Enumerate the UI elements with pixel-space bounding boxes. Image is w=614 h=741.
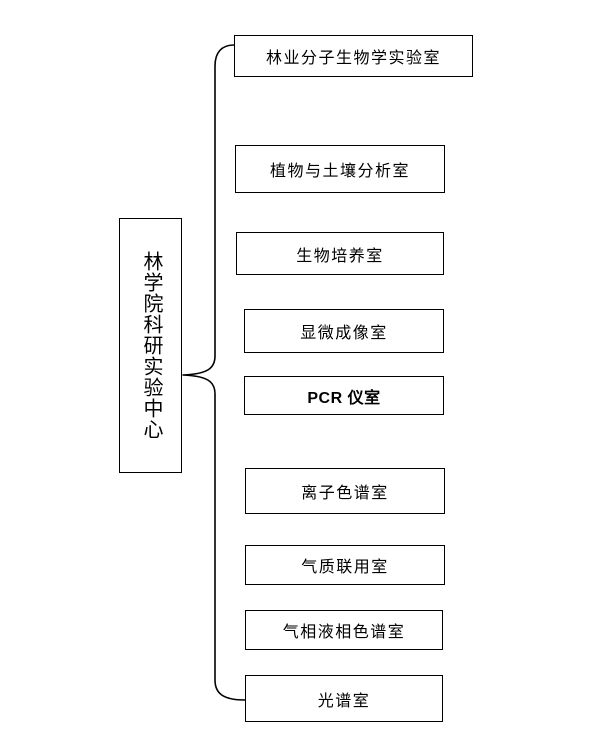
leaf-node-label: PCR 仪室 xyxy=(307,389,381,407)
leaf-node-gc-lc-chromatography-room[interactable]: 气相液相色谱室 xyxy=(245,610,443,650)
leaf-node-biological-culture-room[interactable]: 生物培养室 xyxy=(236,232,444,275)
leaf-node-label: 植物与土壤分析室 xyxy=(269,163,410,180)
leaf-node-plant-soil-analysis-room[interactable]: 植物与土壤分析室 xyxy=(235,145,445,193)
leaf-node-label: 离子色谱室 xyxy=(301,485,389,502)
leaf-node-label: 林业分子生物学实验室 xyxy=(265,50,441,67)
leaf-node-spectroscopy-room[interactable]: 光谱室 xyxy=(245,675,443,722)
leaf-node-label: 生物培养室 xyxy=(296,247,384,265)
leaf-node-label: 光谱室 xyxy=(317,692,371,710)
root-node-label: 林学院科研实验中心 xyxy=(140,251,162,440)
leaf-node-label: 气质联用室 xyxy=(301,559,389,576)
leaf-node-label: 显微成像室 xyxy=(300,325,388,342)
leaf-node-gcms-room[interactable]: 气质联用室 xyxy=(245,545,445,585)
leaf-node-pcr-instrument-room[interactable]: PCR 仪室 xyxy=(244,376,444,415)
leaf-node-forestry-molecular-biology-lab[interactable]: 林业分子生物学实验室 xyxy=(234,35,473,77)
leaf-node-label: 气相液相色谱室 xyxy=(282,624,406,641)
leaf-node-microscopy-imaging-room[interactable]: 显微成像室 xyxy=(244,309,444,353)
root-node-research-center[interactable]: 林学院科研实验中心 xyxy=(119,218,182,473)
leaf-node-ion-chromatography-room[interactable]: 离子色谱室 xyxy=(245,468,445,514)
